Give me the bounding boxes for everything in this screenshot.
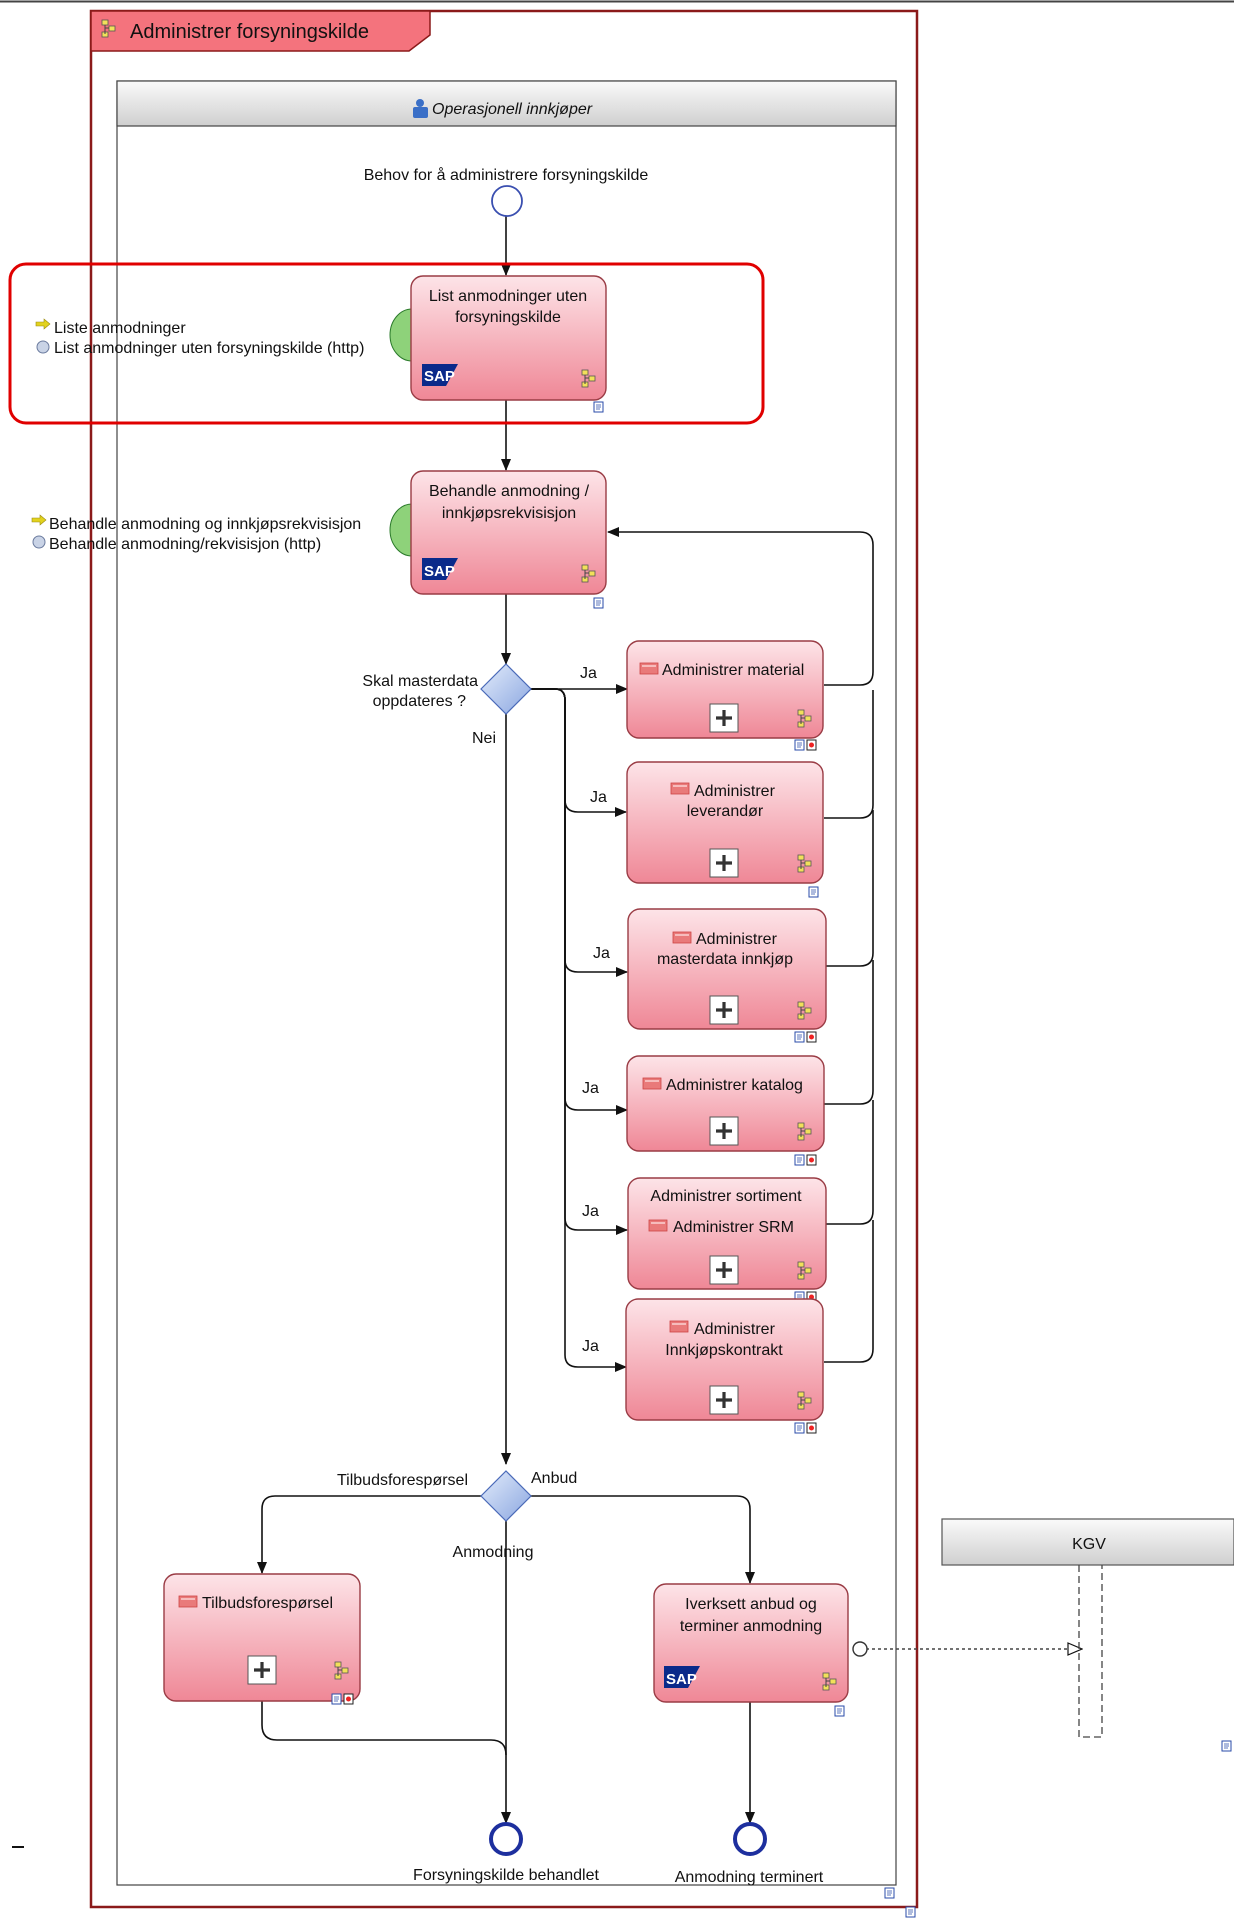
flow-to-rfq — [257, 1495, 481, 1574]
message-flow-start — [852, 1641, 868, 1657]
yes-label-srm: Ja — [582, 1203, 599, 1220]
lane-role: Operasjonell innkjøper — [432, 101, 593, 118]
kgv-lifeline — [1078, 1565, 1103, 1738]
doc-icon — [593, 401, 604, 413]
expand-icon[interactable] — [246, 1654, 278, 1686]
subprocess-icon — [669, 1320, 689, 1333]
subprocess-contract-line1: Administrer — [694, 1321, 776, 1338]
gateway-masterdata[interactable] — [480, 663, 532, 715]
gateway-procurement-type[interactable] — [480, 1470, 532, 1522]
gateway-request-label: Anmodning — [453, 1544, 534, 1561]
yes-label-catalog: Ja — [582, 1080, 599, 1097]
end-event-terminated-label: Anmodning terminert — [675, 1869, 824, 1886]
annotation-handle-2: Behandle anmodning/rekvisisjon (http) — [49, 536, 321, 553]
annotation-list: Liste anmodninger List anmodninger uten … — [35, 318, 364, 357]
expand-icon[interactable] — [708, 1254, 740, 1286]
lane-header — [116, 80, 897, 127]
expand-icon[interactable] — [708, 702, 740, 734]
doc-icon — [1221, 1740, 1232, 1752]
subprocess-supplier-line2: leverandør — [687, 803, 764, 820]
subprocess-srm[interactable]: Administrer sortiment Administrer SRM — [627, 1177, 827, 1290]
subprocess-masterdata-line1: Administrer — [696, 931, 778, 948]
flow-ja-contract — [531, 688, 627, 1372]
task-initiate-tender[interactable]: Iverksett anbud og terminer anmodning SA… — [653, 1583, 849, 1703]
process-title: Administrer forsyningskilde — [130, 21, 369, 43]
subprocess-icon — [639, 662, 659, 675]
subprocess-icon — [648, 1219, 668, 1232]
sequence-flows — [257, 216, 874, 1824]
task-handle-line1: Behandle anmodning / — [429, 483, 590, 500]
gateway-tender-label: Anbud — [531, 1470, 577, 1487]
task-handle-line2: innkjøpsrekvisisjon — [442, 505, 576, 522]
task-handle-request[interactable]: Behandle anmodning / innkjøpsrekvisisjon… — [389, 470, 607, 595]
subprocess-supplier[interactable]: Administrer leverandør — [626, 761, 824, 884]
annotation-list-1: Liste anmodninger — [54, 320, 186, 337]
subprocess-icon — [670, 782, 690, 795]
gateway-rfq-label: Tilbudsforespørsel — [337, 1472, 468, 1489]
annotation-list-2: List anmodninger uten forsyningskilde (h… — [54, 340, 364, 357]
gateway-question-1: Skal masterdata — [362, 673, 478, 690]
subprocess-masterdata-line2: masterdata innkjøp — [657, 951, 793, 968]
task-list-line1: List anmodninger uten — [429, 288, 587, 305]
doc-icon — [905, 1906, 916, 1918]
subprocess-icon — [178, 1595, 198, 1608]
yes-label-supplier: Ja — [590, 789, 607, 806]
subprocess-icon — [672, 931, 692, 944]
doc-icon — [884, 1887, 895, 1899]
doc-icon — [834, 1705, 845, 1717]
external-lane-kgv[interactable]: KGV — [941, 1518, 1234, 1738]
subprocess-material[interactable]: Administrer material — [626, 640, 824, 739]
clock-icon — [32, 535, 46, 549]
yes-label-material: Ja — [580, 665, 597, 682]
subprocess-contract[interactable]: Administrer Innkjøpskontrakt — [625, 1298, 824, 1421]
role-icon — [413, 99, 428, 118]
start-event[interactable] — [491, 185, 523, 217]
gateway-no-label: Nei — [472, 730, 496, 747]
doc-icon — [808, 886, 819, 898]
yes-label-contract: Ja — [582, 1338, 599, 1355]
subprocess-srm-label: Administrer SRM — [673, 1219, 794, 1236]
annotation-handle-1: Behandle anmodning og innkjøpsrekvisisjo… — [49, 516, 361, 533]
task-tender-line2: terminer anmodning — [680, 1618, 822, 1635]
expand-icon[interactable] — [708, 1115, 740, 1147]
subprocess-supplier-line1: Administrer — [694, 783, 776, 800]
external-lane-label: KGV — [1072, 1536, 1106, 1553]
subprocess-catalog-label: Administrer katalog — [666, 1077, 803, 1094]
sap-label: SAP — [424, 563, 455, 580]
expand-icon[interactable] — [708, 1384, 740, 1416]
subprocess-material-label: Administrer material — [662, 662, 804, 679]
process-title-tab — [90, 10, 431, 52]
sap-label: SAP — [424, 368, 455, 385]
flow-return-loop — [607, 527, 874, 686]
subprocess-contract-line2: Innkjøpskontrakt — [665, 1342, 783, 1359]
sap-label: SAP — [666, 1671, 697, 1688]
end-event-terminated[interactable] — [733, 1822, 767, 1856]
task-list-requests[interactable]: List anmodninger uten forsyningskilde SA… — [389, 275, 607, 401]
task-list-line2: forsyningskilde — [455, 309, 561, 326]
arrow-icon — [31, 514, 47, 526]
flow-to-tender — [531, 1495, 755, 1584]
subprocess-rfq[interactable]: Tilbudsforespørsel — [163, 1573, 361, 1702]
task-tender-line1: Iverksett anbud og — [685, 1596, 817, 1613]
highlight-box — [8, 262, 765, 425]
end-event-handled[interactable] — [489, 1822, 523, 1856]
end-event-handled-label: Forsyningskilde behandlet — [413, 1867, 599, 1884]
subprocess-rfq-label: Tilbudsforespørsel — [202, 1595, 333, 1612]
clock-icon — [36, 340, 50, 354]
gateway-question-2: oppdateres ? — [373, 693, 467, 710]
yes-label-masterdata: Ja — [593, 945, 610, 962]
annotation-handle: Behandle anmodning og innkjøpsrekvisisjo… — [31, 514, 361, 553]
subprocess-masterdata[interactable]: Administrer masterdata innkjøp — [627, 908, 827, 1030]
expand-icon[interactable] — [708, 847, 740, 879]
arrow-icon — [35, 318, 51, 330]
subprocess-catalog[interactable]: Administrer katalog — [626, 1055, 825, 1152]
start-event-label: Behov for å administrere forsyningskilde — [364, 166, 649, 184]
expand-icon[interactable] — [708, 994, 740, 1026]
doc-icon — [593, 597, 604, 609]
process-frame — [89, 9, 919, 1909]
subprocess-assortment-label: Administrer sortiment — [650, 1188, 802, 1205]
subprocess-icon — [642, 1077, 662, 1090]
